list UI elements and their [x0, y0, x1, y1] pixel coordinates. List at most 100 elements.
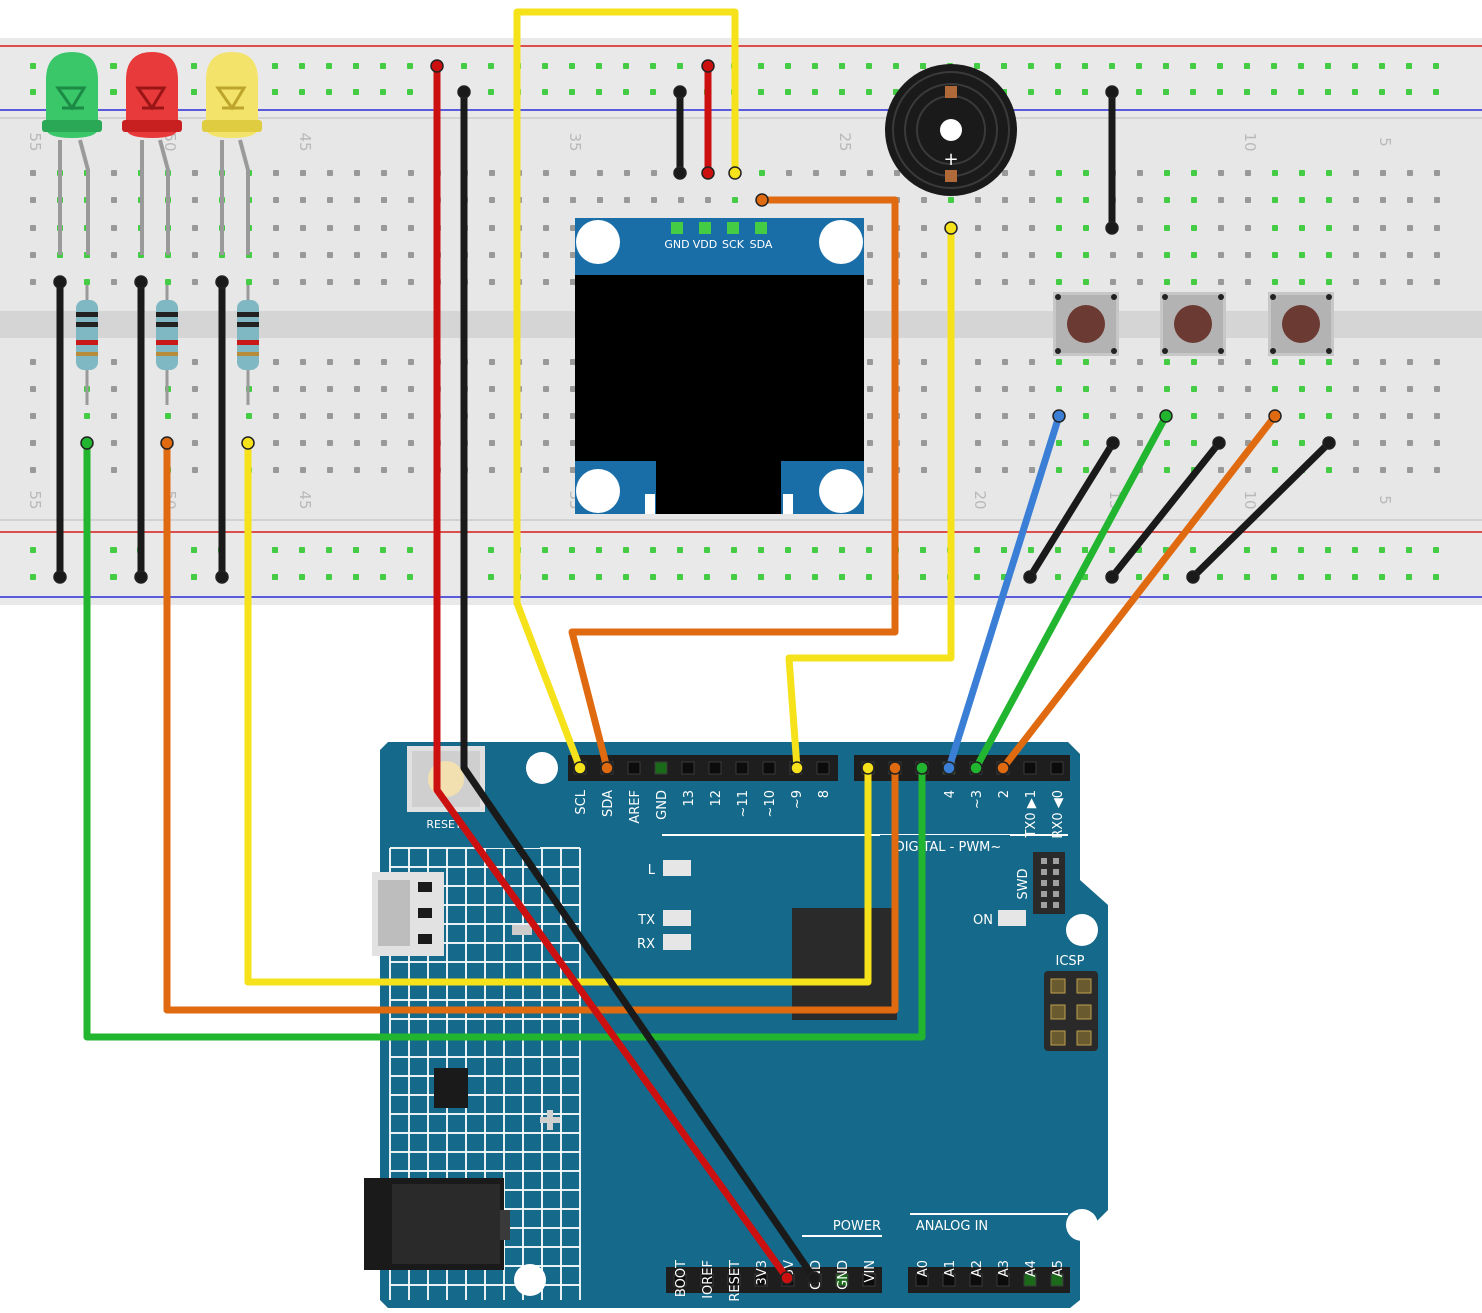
icsp-label: ICSP: [1055, 954, 1084, 969]
header-pin[interactable]: [681, 761, 695, 775]
digital-pin-label: GND: [655, 790, 670, 820]
column-number-bottom: 20: [971, 490, 989, 509]
wire-red-led: [163, 439, 899, 1014]
digital-pwm-label: DIGITAL - PWM~: [895, 840, 1002, 855]
column-number-top: 55: [26, 132, 44, 151]
wire-button3-signal: [999, 412, 1279, 772]
header-pin[interactable]: [862, 1273, 876, 1287]
digital-pin-label: 8: [817, 790, 832, 798]
digital-pin-label: SDA: [601, 790, 616, 817]
digital-pin-label: 13: [682, 790, 697, 807]
header-pin[interactable]: [969, 1273, 983, 1287]
header-pin[interactable]: [627, 761, 641, 775]
column-number-top: 45: [296, 132, 314, 151]
push-button-2[interactable]: [1160, 292, 1226, 356]
smd-part: [512, 925, 532, 935]
analog-in-label: ANALOG IN: [916, 1219, 988, 1234]
digital-pin-label: 12: [709, 790, 724, 807]
power-pin-label: GND: [836, 1260, 851, 1290]
resistor-3: [237, 285, 259, 405]
wire-green-led: [83, 439, 926, 1041]
power-pin-label: IOREF: [701, 1260, 716, 1299]
column-number-top: 5: [1376, 137, 1394, 147]
header-pin[interactable]: [1023, 1273, 1037, 1287]
column-number-bottom: 55: [26, 490, 44, 509]
header-pin[interactable]: [915, 1273, 929, 1287]
dc-power-jack: [364, 1178, 510, 1270]
oled-pin-vdd: VDD: [693, 238, 717, 251]
led-red: [122, 52, 182, 255]
column-number-bottom: 5: [1376, 495, 1394, 505]
wire-button1-gnd: [1026, 439, 1117, 581]
led-tx: [663, 910, 691, 926]
header-pin[interactable]: [735, 761, 749, 775]
analog-header: [908, 1267, 1070, 1293]
led-l-label: L: [648, 863, 656, 878]
header-pin[interactable]: [700, 1273, 714, 1287]
wire-ends: [53, 59, 1336, 1285]
analog-pin-label: A1: [943, 1260, 958, 1277]
led-rx: [663, 934, 691, 950]
oled-pin-sck: SCK: [722, 238, 745, 251]
header-pin[interactable]: [816, 761, 830, 775]
header-pin[interactable]: [1050, 761, 1064, 775]
led-rx-label: RX: [637, 937, 655, 952]
resistor-1: [76, 285, 98, 405]
wire-yellow-led: [244, 439, 872, 986]
digital-pin-label: AREF: [628, 790, 643, 824]
resistor-2: [156, 285, 178, 405]
digital-pin-label: ~9: [790, 790, 805, 809]
led-group: [42, 52, 262, 405]
on-label: ON: [973, 913, 993, 928]
power-pin-label: RESET: [728, 1260, 743, 1302]
oled-screen: [575, 275, 864, 433]
power-pin-label: 3V3: [755, 1260, 770, 1285]
header-pin[interactable]: [754, 1273, 768, 1287]
reset-label: RESET: [426, 818, 462, 831]
header-pin[interactable]: [654, 761, 668, 775]
header-pin[interactable]: [727, 1273, 741, 1287]
digital-pin-label: SCL: [574, 789, 589, 814]
power-pin-label: BOOT: [674, 1260, 689, 1297]
column-number-bottom: 10: [1241, 490, 1259, 509]
digital-pin-label: ~11: [736, 790, 751, 817]
wires: [56, 8, 1333, 1282]
wire-5v: [433, 62, 791, 1282]
analog-pin-label: A3: [997, 1260, 1012, 1277]
header-pin[interactable]: [762, 761, 776, 775]
swd-label: SWD: [1016, 868, 1031, 899]
header-pin[interactable]: [1023, 761, 1037, 775]
led-green: [42, 52, 102, 255]
buzzer: +: [885, 64, 1017, 196]
digital-pin-label: ~3: [970, 790, 985, 809]
analog-pin-label: A2: [970, 1260, 985, 1277]
column-number-top: 10: [1241, 132, 1259, 151]
header-pin[interactable]: [673, 1273, 687, 1287]
header-pin[interactable]: [942, 1273, 956, 1287]
digital-pin-label: 2: [997, 790, 1012, 798]
push-button-3[interactable]: [1268, 292, 1334, 356]
plus-mark: [540, 1110, 560, 1130]
wire-oled-scl: [513, 8, 739, 772]
small-chip: [434, 1068, 468, 1108]
wire-button1-signal: [945, 412, 1063, 772]
main-chip: [792, 908, 897, 1020]
header-pin[interactable]: [835, 1273, 849, 1287]
swd-header: [1033, 852, 1065, 914]
header-pin[interactable]: [1050, 1273, 1064, 1287]
wire-button2-signal: [972, 412, 1170, 772]
header-pin[interactable]: [996, 1273, 1010, 1287]
column-number-top: 35: [566, 132, 584, 151]
digital-pin-label: 4: [943, 790, 958, 798]
header-pin[interactable]: [708, 761, 722, 775]
oled-pin-sda: SDA: [750, 238, 773, 251]
led-on: [998, 910, 1026, 926]
led-l: [663, 860, 691, 876]
digital-pin-label: RX0 ◀0: [1051, 790, 1066, 839]
wire-buzzer: [785, 224, 955, 772]
power-pin-label: VIN: [863, 1260, 878, 1282]
push-button-1[interactable]: [1053, 292, 1119, 356]
column-number-top: 25: [836, 132, 854, 151]
digital-pin-label: ~10: [763, 790, 778, 817]
